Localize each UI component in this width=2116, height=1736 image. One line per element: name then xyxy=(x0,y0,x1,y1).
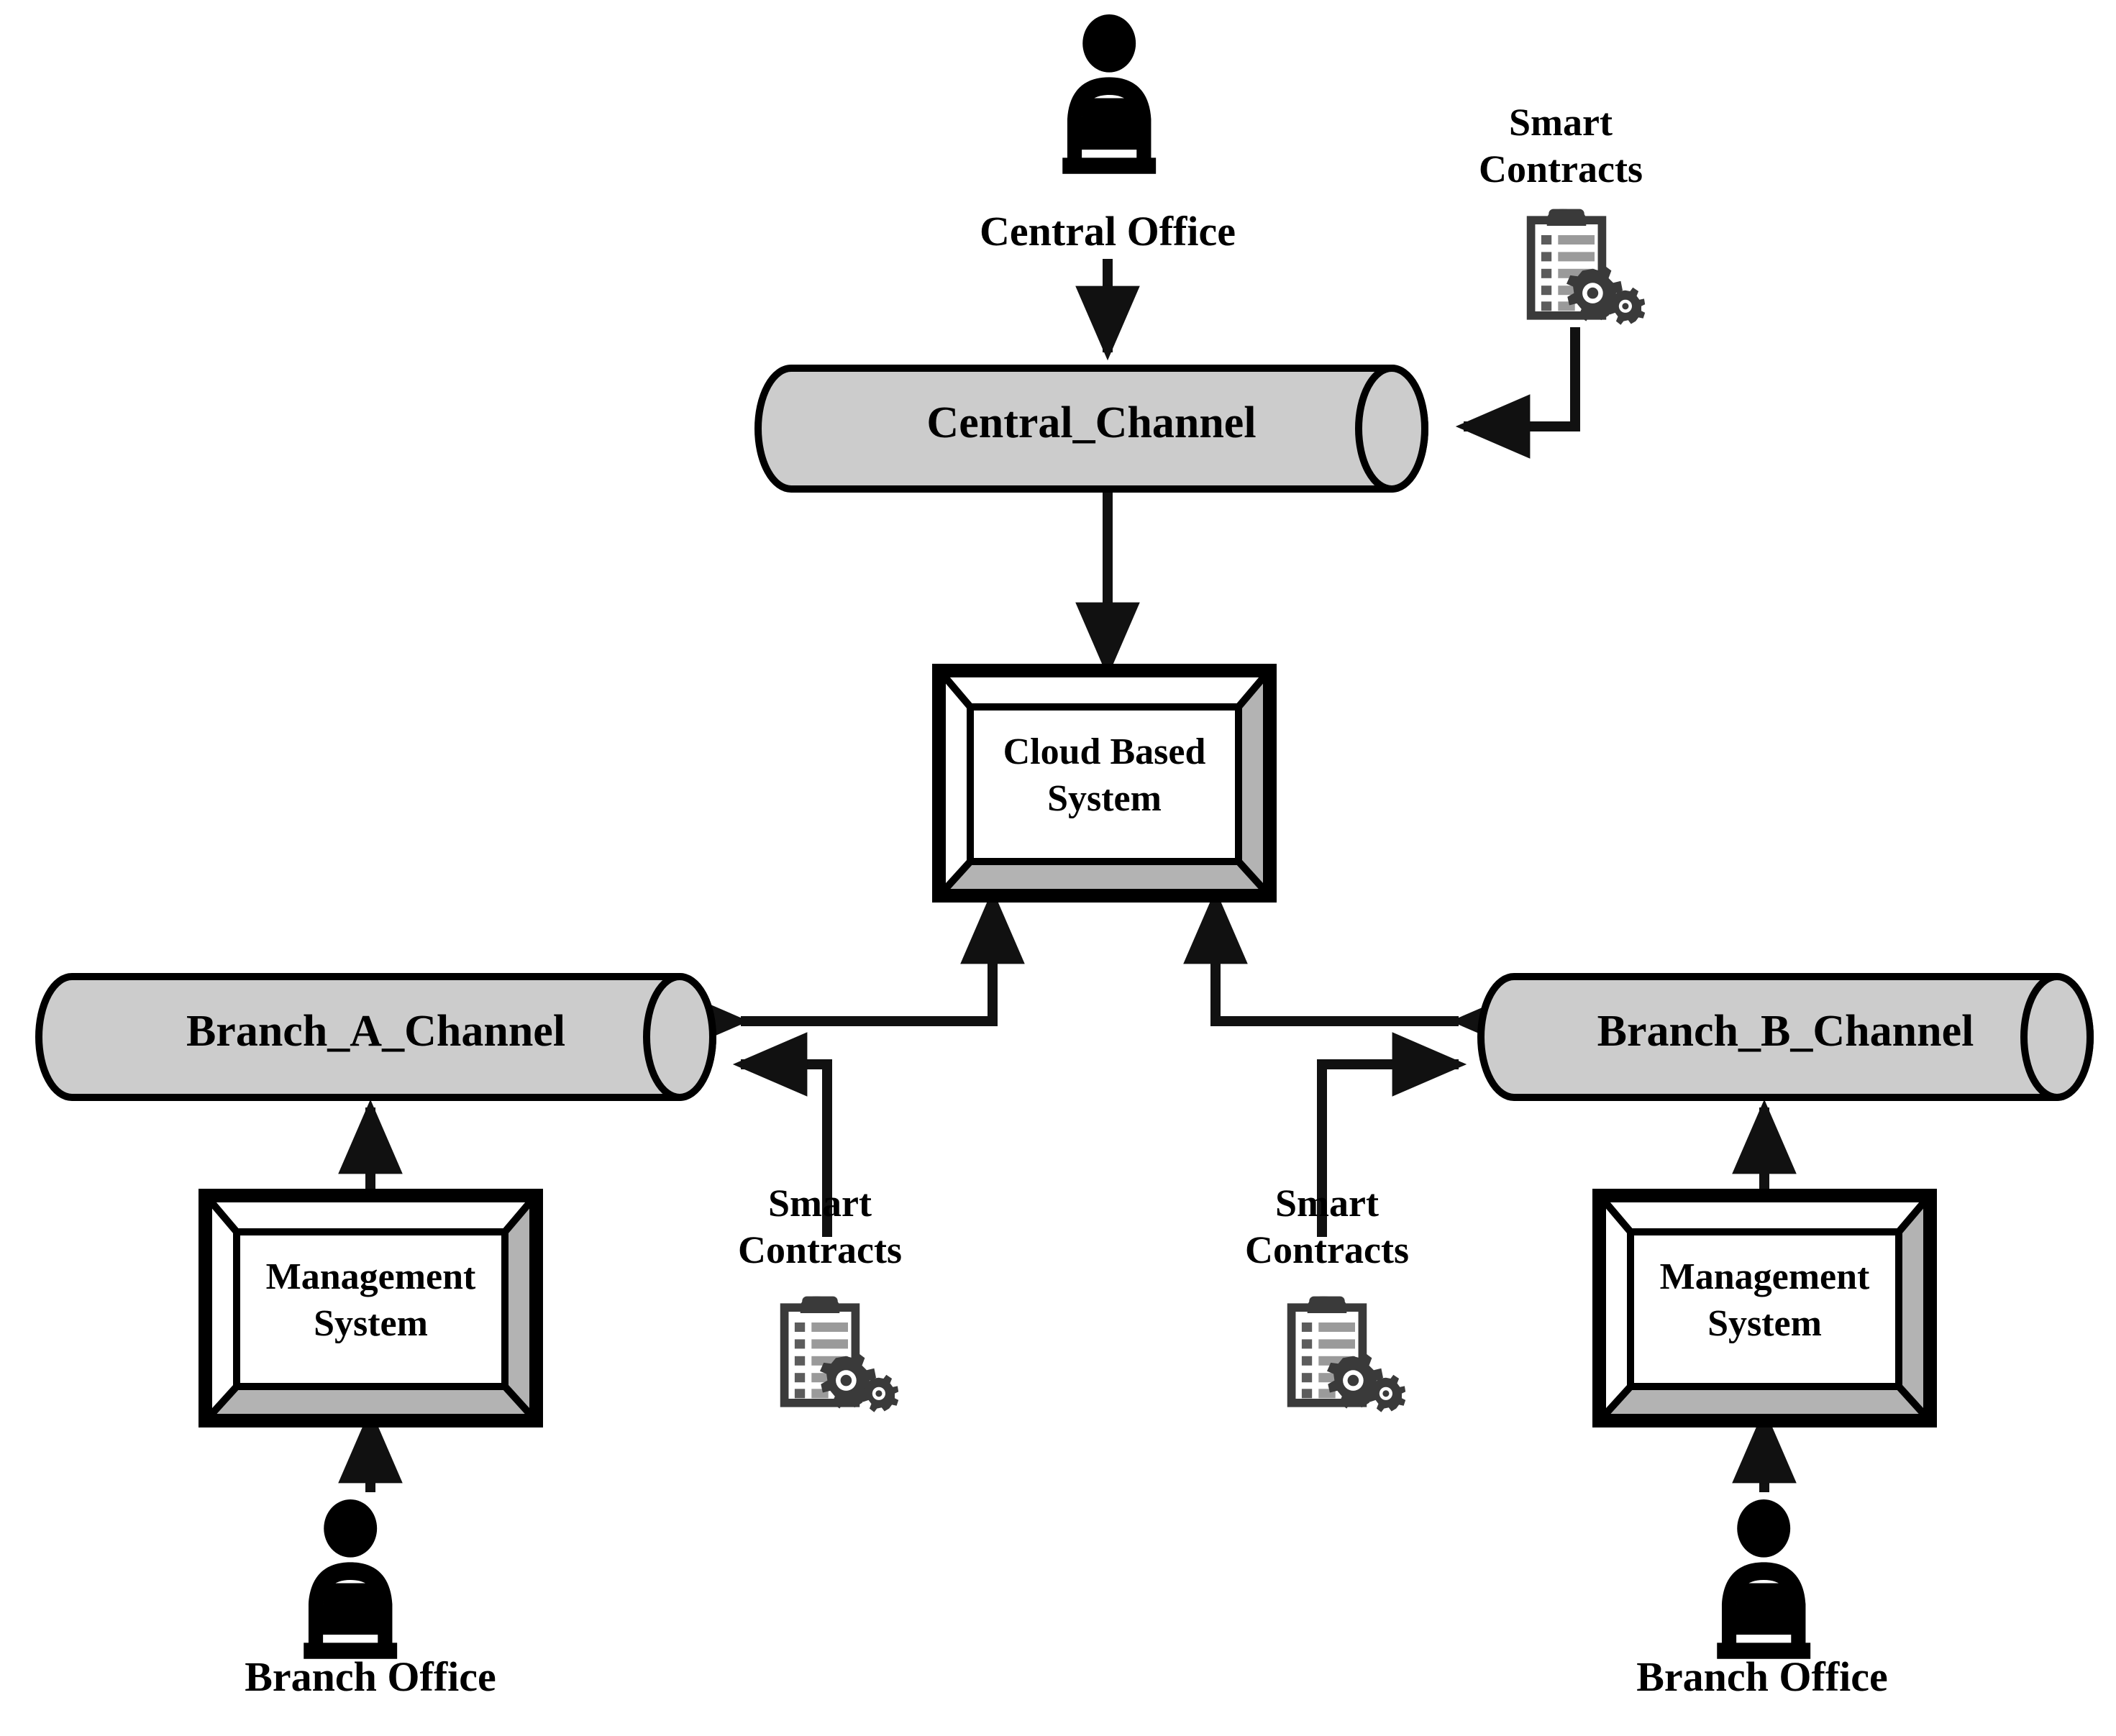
central-office-label: Central Office xyxy=(980,208,1236,255)
clipboard-gears-icon-left xyxy=(785,1297,899,1412)
management-system-box-right[interactable] xyxy=(1592,1189,1937,1427)
edge-smart-contracts-left-to-branch-a-channel xyxy=(732,1032,832,1237)
branch-a-channel-label: Branch_A_Channel xyxy=(186,1007,566,1056)
clipboard-gears-icon-right xyxy=(1292,1297,1406,1412)
person-at-laptop-icon-branch-right xyxy=(1717,1499,1811,1659)
management-system-box-left[interactable] xyxy=(199,1189,543,1427)
smart-contracts-top-label-line2: Contracts xyxy=(1479,147,1643,191)
edge-branch-a-channel-to-cloud xyxy=(674,889,1025,1054)
branch-a-channel-cylinder[interactable] xyxy=(35,973,716,1101)
central-channel-label: Central_Channel xyxy=(926,398,1257,447)
smart-contracts-right-label-line1: Smart xyxy=(1275,1182,1379,1225)
management-system-right-label-line2: System xyxy=(1707,1303,1822,1344)
branch-office-left-label: Branch Office xyxy=(245,1653,496,1700)
management-system-left-label-line2: System xyxy=(314,1303,428,1344)
edge-smart-contracts-top-to-central-channel xyxy=(1455,327,1580,459)
smart-contracts-left-label-line2: Contracts xyxy=(738,1228,902,1271)
smart-contracts-right-label-line2: Contracts xyxy=(1245,1228,1409,1271)
connector-layer xyxy=(338,259,1797,1492)
edge-branch-b-channel-to-cloud xyxy=(1183,889,1526,1054)
central-channel-cylinder[interactable] xyxy=(754,365,1428,493)
cloud-based-system-label-line2: System xyxy=(1047,778,1162,819)
branch-b-channel-label: Branch_B_Channel xyxy=(1597,1007,1974,1056)
management-system-left-label-line1: Management xyxy=(265,1256,476,1297)
smart-contracts-left-label-line1: Smart xyxy=(768,1182,872,1225)
person-at-laptop-icon-central xyxy=(1062,14,1157,174)
branch-office-right-label: Branch Office xyxy=(1636,1653,1888,1700)
edge-smart-contracts-right-to-branch-b-channel xyxy=(1317,1032,1467,1237)
clipboard-gears-icon-top xyxy=(1531,209,1646,325)
cloud-based-system-box[interactable] xyxy=(932,664,1277,903)
cloud-based-system-label-line1: Cloud Based xyxy=(1003,731,1206,772)
management-system-right-label-line1: Management xyxy=(1659,1256,1870,1297)
branch-b-channel-cylinder[interactable] xyxy=(1477,973,2094,1101)
person-at-laptop-icon-branch-left xyxy=(304,1499,398,1659)
smart-contracts-top-label-line1: Smart xyxy=(1509,101,1613,144)
